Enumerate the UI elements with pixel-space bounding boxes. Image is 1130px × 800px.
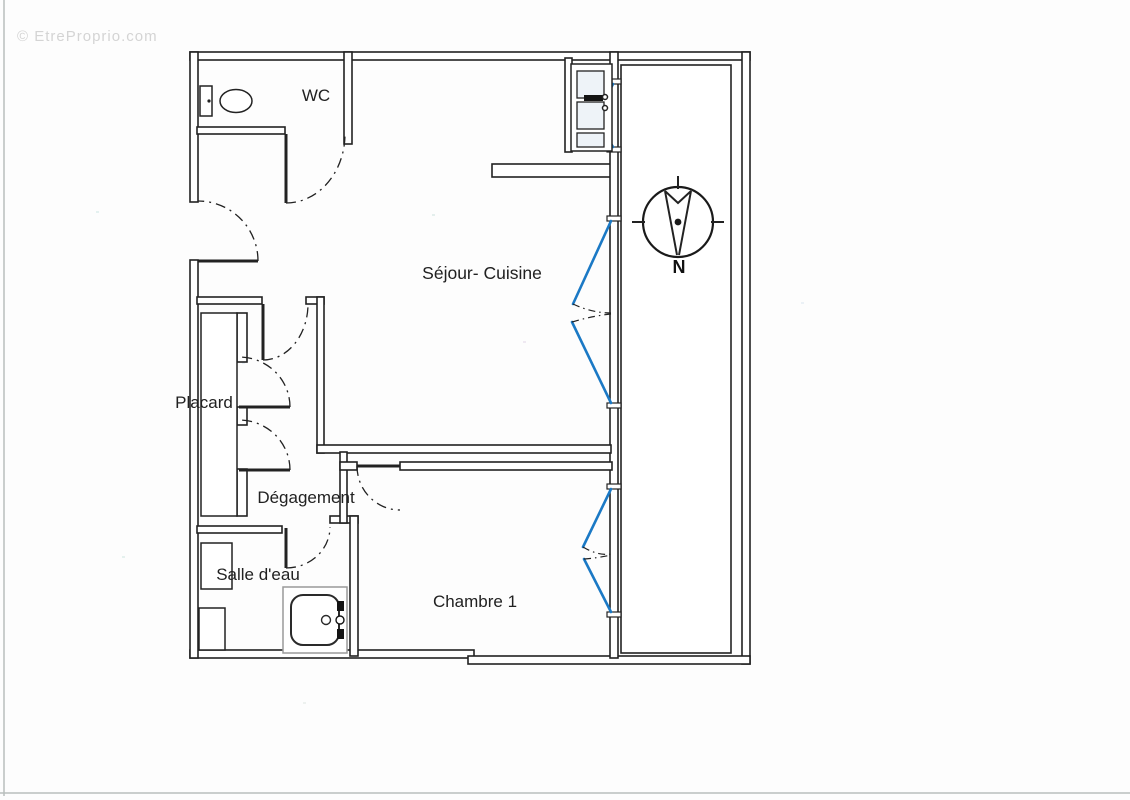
door-placard-lower xyxy=(238,419,291,472)
shower-faucet xyxy=(337,601,344,611)
sink-basin xyxy=(576,70,605,99)
wall-salledeau-top-left xyxy=(196,525,283,534)
fixtures xyxy=(198,63,613,654)
window-sill xyxy=(606,215,622,222)
casement-open xyxy=(581,487,613,549)
door-wc xyxy=(284,133,346,204)
wall-placard-right-lower xyxy=(236,468,248,517)
interior-walls xyxy=(196,51,732,659)
room-label-degagement: Dégagement xyxy=(257,488,355,507)
casement-open xyxy=(570,320,613,405)
wall-salledeau-chambre xyxy=(349,515,359,657)
wall-placard-right-upper xyxy=(236,312,248,363)
toilet-button xyxy=(207,99,211,103)
door-swing-arc xyxy=(197,200,259,262)
wall-left-lower xyxy=(189,259,199,659)
window-sill xyxy=(606,402,622,409)
wall-sejour-bottom xyxy=(316,444,612,454)
casement-arc xyxy=(572,303,612,314)
door-placard-upper xyxy=(238,356,291,409)
window-sill xyxy=(606,611,622,618)
faucet-knob xyxy=(601,93,609,101)
door-swing-arc xyxy=(238,419,291,471)
wall-degagement-chambre xyxy=(339,451,348,524)
shower-tray xyxy=(290,594,340,646)
door-swing-arc xyxy=(285,526,331,569)
shower-drain xyxy=(320,614,332,626)
wall-sejour-left xyxy=(316,296,325,454)
room-label-sejour-cuisine: Séjour- Cuisine xyxy=(422,263,542,283)
wall-placard-right-stub xyxy=(236,406,248,426)
wall-top xyxy=(189,51,751,61)
wall-facade-right xyxy=(609,51,619,659)
wall-right xyxy=(741,51,751,665)
cabinet-block xyxy=(200,542,233,590)
room-labels: WC Séjour- Cuisine Placard Dégagement Sa… xyxy=(175,86,542,611)
compass-north-label: N xyxy=(673,257,686,277)
door-hall xyxy=(261,303,309,361)
room-label-salle-deau: Salle d'eau xyxy=(216,565,300,584)
toilet-cistern xyxy=(199,85,213,117)
door-chambre xyxy=(356,464,401,511)
room-label-wc: WC xyxy=(302,86,330,105)
door-swing-arc xyxy=(356,465,401,511)
door-swing-arc xyxy=(285,133,346,204)
sink-drainer xyxy=(576,132,605,148)
casement-arc xyxy=(583,554,612,560)
door-salledeau xyxy=(284,526,331,569)
room-label-placard: Placard xyxy=(175,393,233,412)
window-sejour xyxy=(570,215,622,409)
room-label-chambre-1: Chambre 1 xyxy=(433,592,517,611)
toilet-icon xyxy=(199,85,253,117)
casement-arc xyxy=(582,546,612,555)
faucet-knob xyxy=(601,104,609,112)
wall-chambre-top xyxy=(399,461,613,471)
compass-center-dot xyxy=(674,218,682,226)
doors xyxy=(197,133,401,569)
balcony-outline xyxy=(620,64,732,654)
compass-needle xyxy=(664,190,692,256)
casement-open xyxy=(582,557,613,614)
sink-basin xyxy=(576,101,605,130)
kitchen-sink-icon xyxy=(570,63,613,152)
wall-wc-bottom xyxy=(196,126,286,135)
placard-closet xyxy=(200,312,238,517)
salledeau-cabinets xyxy=(198,542,233,651)
wall-chambre-top-stub xyxy=(339,461,358,471)
door-entrance xyxy=(197,200,259,263)
wall-hall-top-left xyxy=(196,296,263,305)
compass-rose: N xyxy=(632,176,724,277)
cabinet-block xyxy=(198,607,226,651)
window-sill xyxy=(606,483,622,490)
wall-kitchen-low xyxy=(491,163,612,178)
door-swing-arc xyxy=(262,303,309,361)
casement-arc xyxy=(571,313,612,323)
window-chambre xyxy=(581,483,622,618)
casement-open xyxy=(571,219,613,306)
wall-wc-right xyxy=(343,51,353,145)
shower-knob xyxy=(335,615,345,625)
sink-faucet xyxy=(584,95,603,101)
shower-icon xyxy=(282,586,348,654)
toilet-bowl xyxy=(219,88,253,114)
watermark-text: © EtreProprio.com xyxy=(17,28,158,45)
wall-bottom-right xyxy=(467,655,751,665)
door-swing-arc xyxy=(238,356,291,408)
shower-faucet xyxy=(337,629,344,639)
